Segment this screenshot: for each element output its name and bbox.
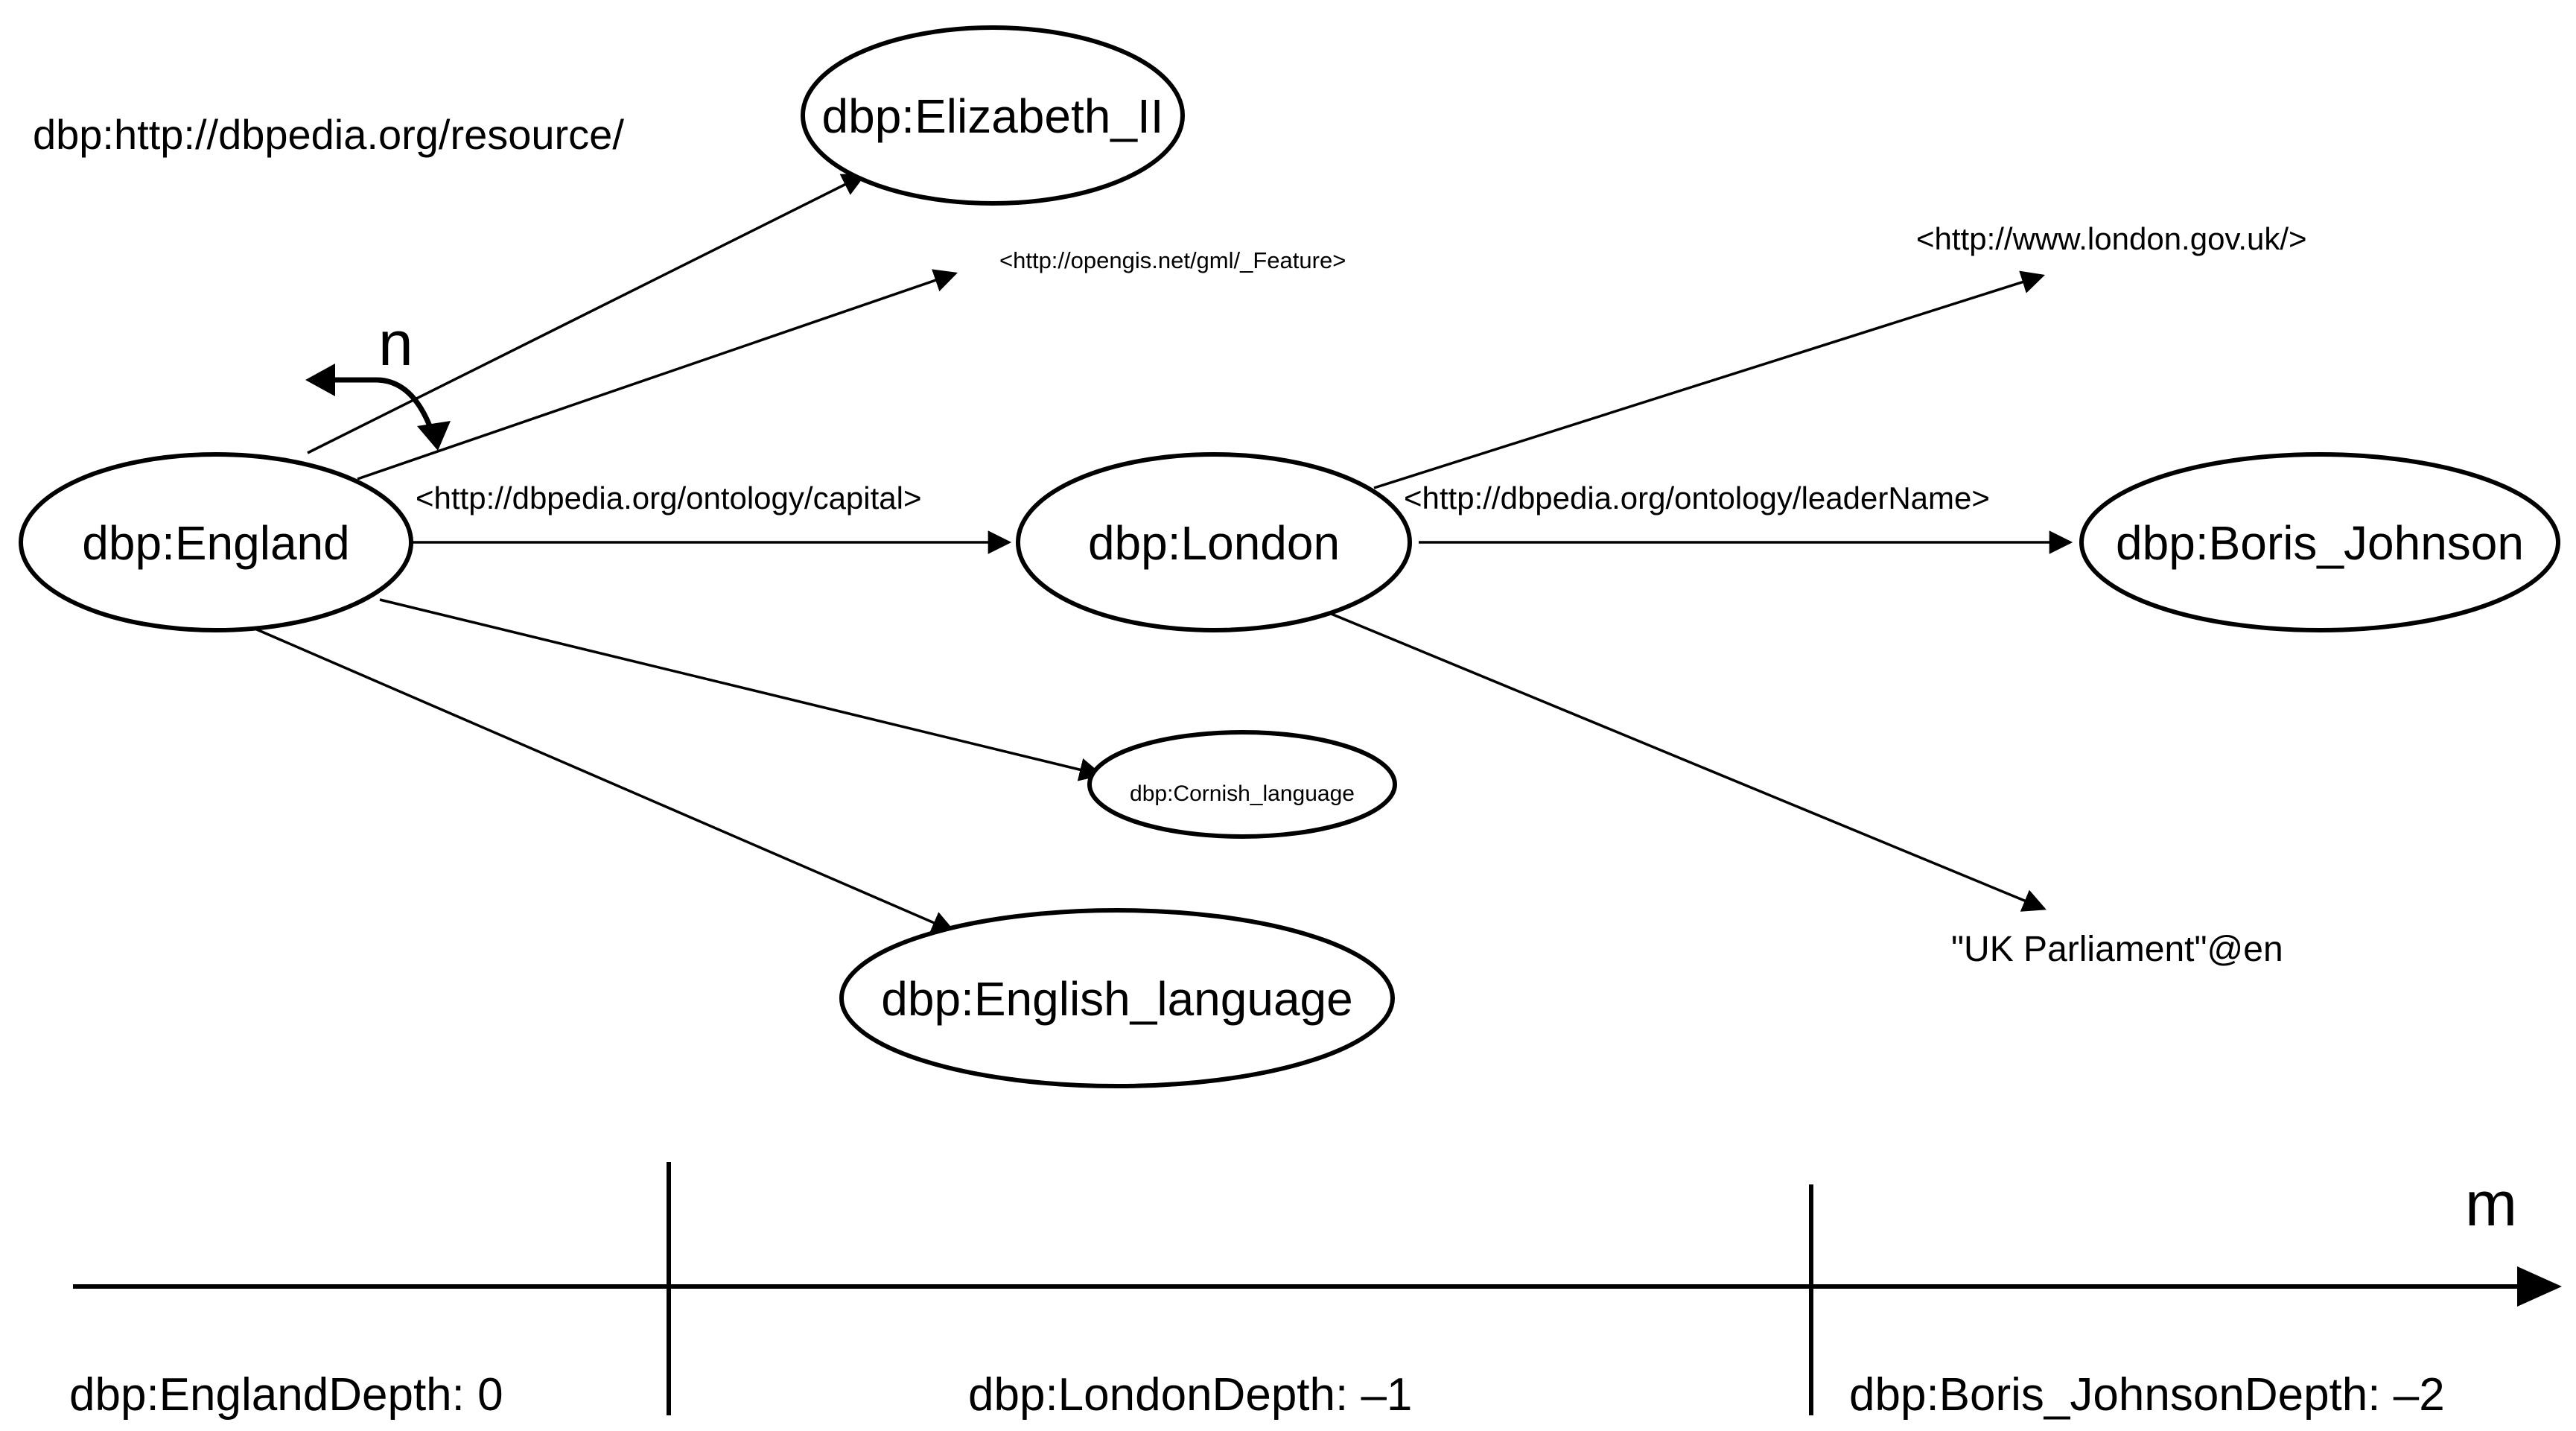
node-boris-label: dbp:Boris_Johnson — [2116, 516, 2524, 570]
node-elizabeth-label: dbp:Elizabeth_II — [822, 89, 1164, 143]
node-england-label: dbp:England — [82, 516, 349, 570]
node-english: dbp:English_language — [839, 908, 1395, 1088]
depth-axis-arrow-icon — [2517, 1266, 2562, 1307]
edge-england-cornish — [379, 598, 1104, 781]
uri-feature: <http://opengis.net/gml/_Feature> — [999, 247, 1346, 273]
depth-label-england: dbp:EnglandDepth: 0 — [69, 1369, 503, 1421]
edge-england-feature — [357, 269, 958, 480]
node-cornish-label: dbp:Cornish_language — [1130, 781, 1355, 806]
node-elizabeth: dbp:Elizabeth_II — [801, 25, 1185, 206]
node-boris: dbp:Boris_Johnson — [2079, 452, 2560, 632]
node-london-label: dbp:London — [1088, 516, 1340, 570]
node-england: dbp:England — [19, 452, 413, 632]
edge-label-capital: <http://dbpedia.org/ontology/capital> — [416, 480, 922, 515]
prefix-label: dbp:http://dbpedia.org/resource/ — [33, 111, 624, 158]
literal-uk-parliament: "UK Parliament"@en — [1951, 930, 2283, 969]
uri-london-gov: <http://www.london.gov.uk/> — [1916, 221, 2307, 256]
edge-label-leader: <http://dbpedia.org/ontology/leaderName> — [1404, 480, 1990, 515]
rotation-arrow-down-head-icon — [417, 421, 451, 451]
edge-london-parliament — [1329, 612, 2047, 912]
axis-label-m: m — [2465, 1169, 2517, 1239]
edge-london-govuk — [1373, 270, 2046, 489]
depth-label-boris: dbp:Boris_JohnsonDepth: –2 — [1849, 1369, 2445, 1421]
depth-label-london: dbp:LondonDepth: –1 — [968, 1369, 1412, 1421]
rotation-arrow-left-head-icon — [305, 364, 335, 396]
node-english-label: dbp:English_language — [881, 972, 1352, 1026]
node-london: dbp:London — [1016, 452, 1412, 632]
rotation-label-n: n — [378, 308, 413, 378]
edge-england-elizabeth — [307, 174, 866, 454]
node-cornish: dbp:Cornish_language — [1087, 730, 1397, 839]
edge-england-english — [252, 626, 955, 934]
